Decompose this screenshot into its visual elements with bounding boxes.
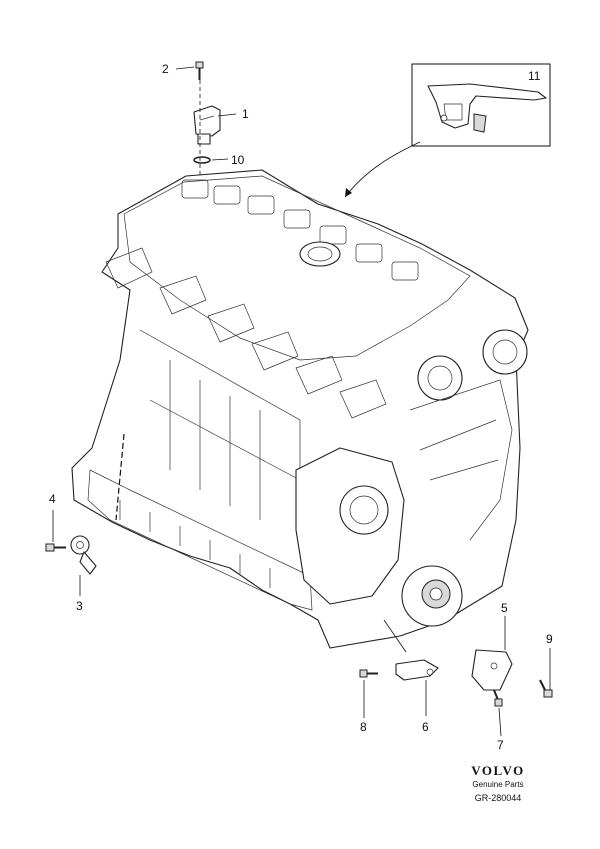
part-7-bolt: [493, 689, 503, 707]
part-3-knock-sensor: [70, 535, 97, 575]
part-8-bolt: [359, 669, 378, 678]
callout-11: 11: [528, 69, 541, 83]
leader-lines: [52, 66, 551, 737]
inset-part-11: [411, 63, 551, 147]
engine-block: [71, 169, 529, 649]
callout-1: 1: [242, 107, 249, 121]
part-10-o-ring: [193, 156, 211, 164]
part-9-bolt: [539, 679, 553, 698]
brand-tagline: Genuine Parts: [472, 780, 524, 789]
part-4-bolt: [45, 543, 66, 552]
callout-6: 6: [422, 720, 429, 734]
part-5-bracket: [471, 649, 513, 691]
inset-arrow: [344, 141, 421, 198]
callout-9: 9: [546, 632, 553, 646]
brand-logo: VOLVO: [471, 763, 525, 778]
part-1-solenoid-valve: [193, 105, 221, 145]
part-6-crankshaft-sensor: [395, 659, 439, 681]
callout-8: 8: [360, 720, 367, 734]
callout-10: 10: [231, 153, 245, 167]
callout-5: 5: [501, 601, 508, 615]
part-2-bolt: [195, 61, 204, 80]
callout-4: 4: [49, 492, 56, 506]
diagram-reference: GR-280044: [474, 793, 522, 803]
callout-7: 7: [497, 738, 504, 752]
callout-3: 3: [76, 599, 83, 613]
callout-2: 2: [162, 62, 169, 76]
brand-block: VOLVO Genuine Parts GR-280044: [462, 763, 534, 803]
